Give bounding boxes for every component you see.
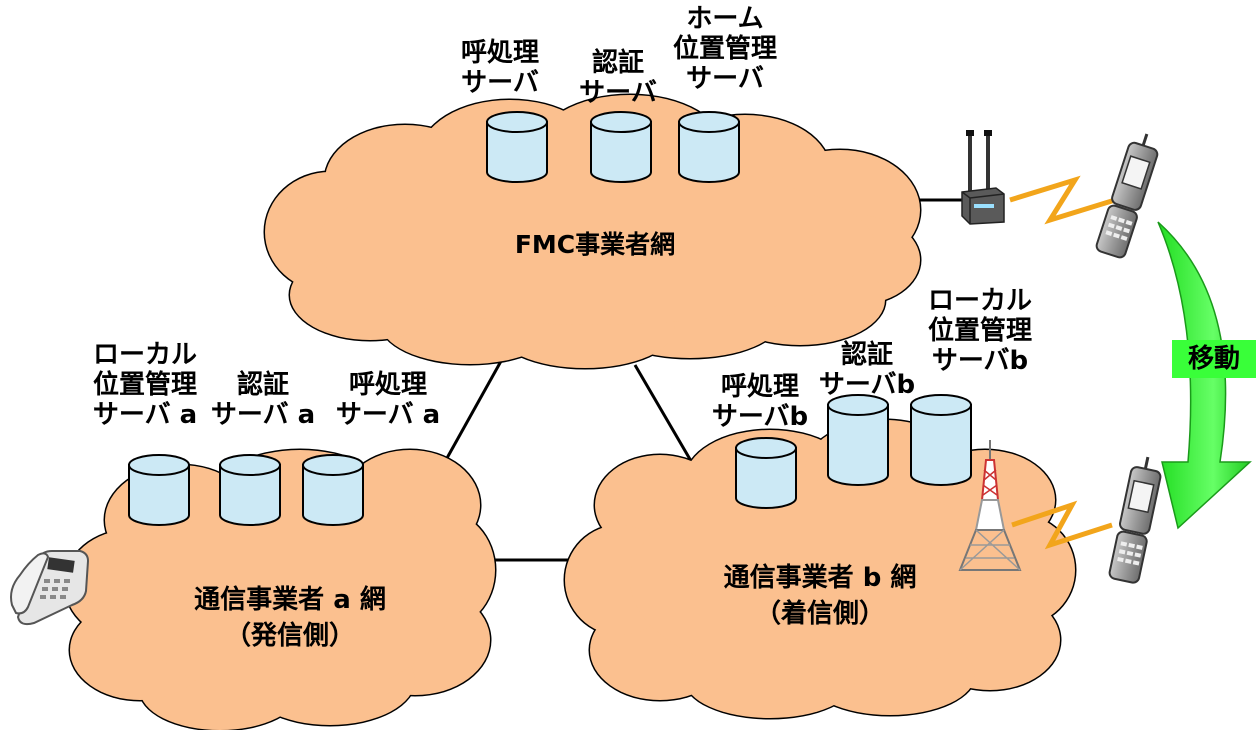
carrier-b-call-server-label: 呼処理サーバb <box>711 372 809 432</box>
server-cylinder-icon <box>827 394 889 486</box>
fmc-call-server-label: 呼処理サーバ <box>460 38 539 98</box>
radio-tower-icon <box>958 440 1022 571</box>
server-cylinder-icon <box>128 454 190 526</box>
wireless-router-icon <box>961 130 1005 225</box>
server-cylinder-icon <box>302 454 364 526</box>
mobile-phone-icon <box>1095 133 1159 259</box>
fmc-home-location-server-label: ホーム位置管理サーバ <box>672 4 777 94</box>
server-cylinder-icon <box>735 437 797 509</box>
movement-label: 移動 <box>1172 340 1256 378</box>
server-cylinder-icon <box>678 111 740 183</box>
carrier-a-network-label: 通信事業者 a 網（発信側） <box>194 585 386 651</box>
carrier-a-auth-server-label: 認証サーバ a <box>210 370 316 430</box>
mobile-phone-icon <box>1108 456 1162 584</box>
radio-wave-upper <box>1009 175 1116 225</box>
fmc-auth-server-label: 認証サーバ <box>579 48 657 108</box>
server-cylinder-icon <box>486 111 548 183</box>
radio-wave-lower <box>1011 500 1113 550</box>
carrier-a-call-server-label: 呼処理サーバ a <box>335 370 441 430</box>
server-cylinder-icon <box>219 454 281 526</box>
carrier-b-network-label: 通信事業者 b 網（着信側） <box>723 563 917 629</box>
carrier-b-auth-server-label: 認証サーバb <box>818 340 916 400</box>
server-cylinder-icon <box>910 394 972 486</box>
server-cylinder-icon <box>590 111 652 183</box>
desk-phone-icon <box>10 550 90 626</box>
fmc-network-cloud <box>263 93 922 370</box>
server-cylinders <box>128 111 972 526</box>
carrier-a-local-location-server-label: ローカル位置管理サーバ a <box>92 340 198 430</box>
fmc-network-label: FMC事業者網 <box>514 230 676 259</box>
carrier-b-local-location-server-label: ローカル位置管理サーバb <box>927 286 1032 376</box>
